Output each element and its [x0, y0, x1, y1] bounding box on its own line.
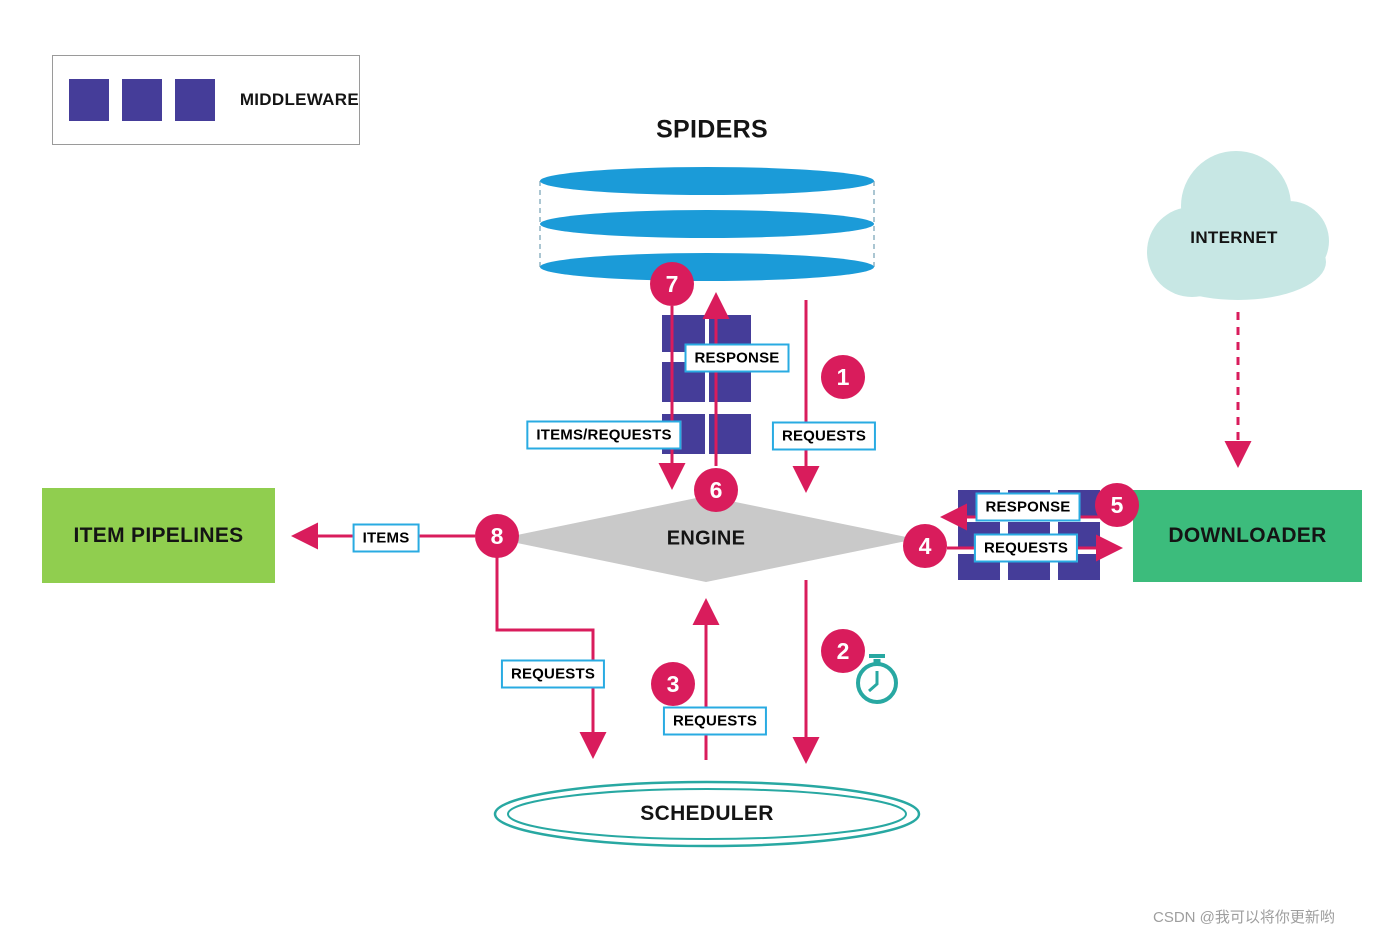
middleware-swatch — [174, 79, 215, 121]
step-5-badge: 5 — [1095, 483, 1139, 527]
item-pipelines-node: ITEM PIPELINES — [42, 488, 275, 583]
spiders-title: SPIDERS — [656, 115, 768, 144]
flow-label-requests-spider: REQUESTS — [771, 421, 877, 451]
scheduler-label: SCHEDULER — [640, 802, 774, 825]
step-4-badge: 4 — [903, 524, 947, 568]
downloader-label: DOWNLOADER — [1168, 524, 1327, 547]
step-3-badge: 3 — [651, 662, 695, 706]
item-pipelines-label: ITEM PIPELINES — [73, 523, 244, 547]
flow-label-requests-engine-scheduler: REQUESTS — [500, 659, 606, 689]
flow-label-response-spider: RESPONSE — [684, 343, 790, 373]
engine-label: ENGINE — [666, 527, 746, 550]
middleware-legend-label: MIDDLEWARE — [239, 90, 359, 109]
step-6-badge: 6 — [694, 468, 738, 512]
step-1-badge: 1 — [821, 355, 865, 399]
step-2-badge: 2 — [821, 629, 865, 673]
engine-diamond — [498, 496, 916, 582]
flow-label-requests-downloader: REQUESTS — [973, 533, 1079, 563]
internet-label: INTERNET — [1190, 228, 1278, 247]
scheduler-ellipse — [493, 780, 921, 848]
flow-label-requests-scheduler-engine: REQUESTS — [662, 706, 768, 736]
internet-cloud — [1147, 151, 1329, 300]
flow-label-items: ITEMS — [352, 523, 420, 553]
stopwatch-icon — [856, 654, 898, 704]
middleware-legend: MIDDLEWARE — [52, 55, 360, 145]
step-7-badge: 7 — [650, 262, 694, 306]
downloader-node: DOWNLOADER — [1133, 490, 1362, 582]
step-8-badge: 8 — [475, 514, 519, 558]
flow-label-response-downloader: RESPONSE — [975, 492, 1081, 522]
flow-label-items-requests: ITEMS/REQUESTS — [526, 420, 682, 450]
spiders-cylinder — [539, 167, 875, 281]
watermark: CSDN @我可以将你更新哟 — [1153, 909, 1335, 926]
middleware-swatch — [121, 79, 162, 121]
arrow-8-to-scheduler — [495, 556, 607, 759]
middleware-swatch — [69, 79, 109, 121]
